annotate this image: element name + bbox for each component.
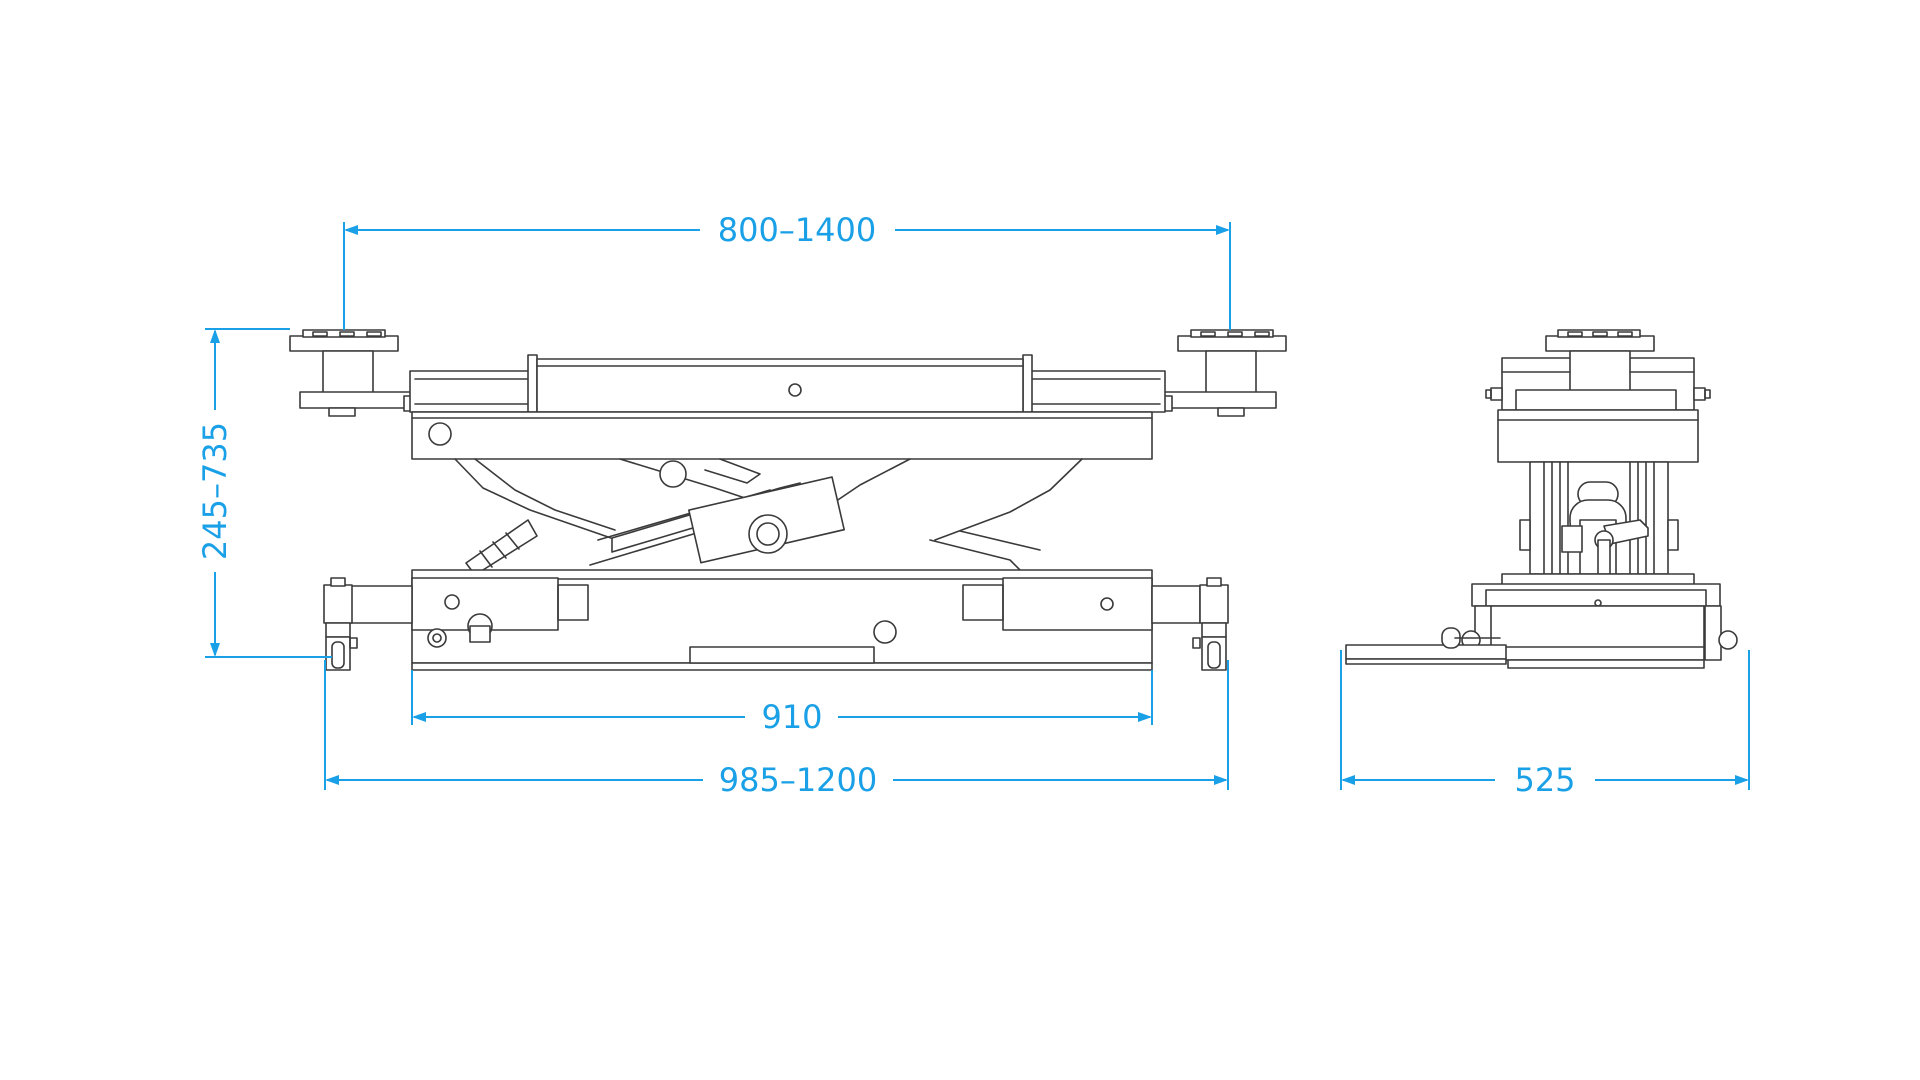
end-view-pad <box>1545 335 1655 352</box>
overall-width-label: 525 <box>1514 761 1575 799</box>
left-wheel <box>323 577 413 671</box>
frame-length-label: 910 <box>761 698 822 736</box>
right-lifting-pad <box>1162 329 1287 417</box>
pad-spacing-label: 800–1400 <box>718 211 877 249</box>
top-beam <box>409 354 1166 413</box>
end-view <box>1345 329 1738 669</box>
left-lifting-pad <box>289 329 414 417</box>
scissor-mechanism <box>454 458 1083 576</box>
right-wheel <box>1151 577 1229 671</box>
side-view <box>289 329 1287 671</box>
tow-handle <box>1345 627 1507 665</box>
lift-platform <box>411 411 1153 460</box>
lower-frame <box>411 569 1153 671</box>
height-range-label: 245–735 <box>196 422 234 560</box>
overall-length-label: 985–1200 <box>719 761 878 799</box>
dimension-lines <box>205 222 1750 790</box>
